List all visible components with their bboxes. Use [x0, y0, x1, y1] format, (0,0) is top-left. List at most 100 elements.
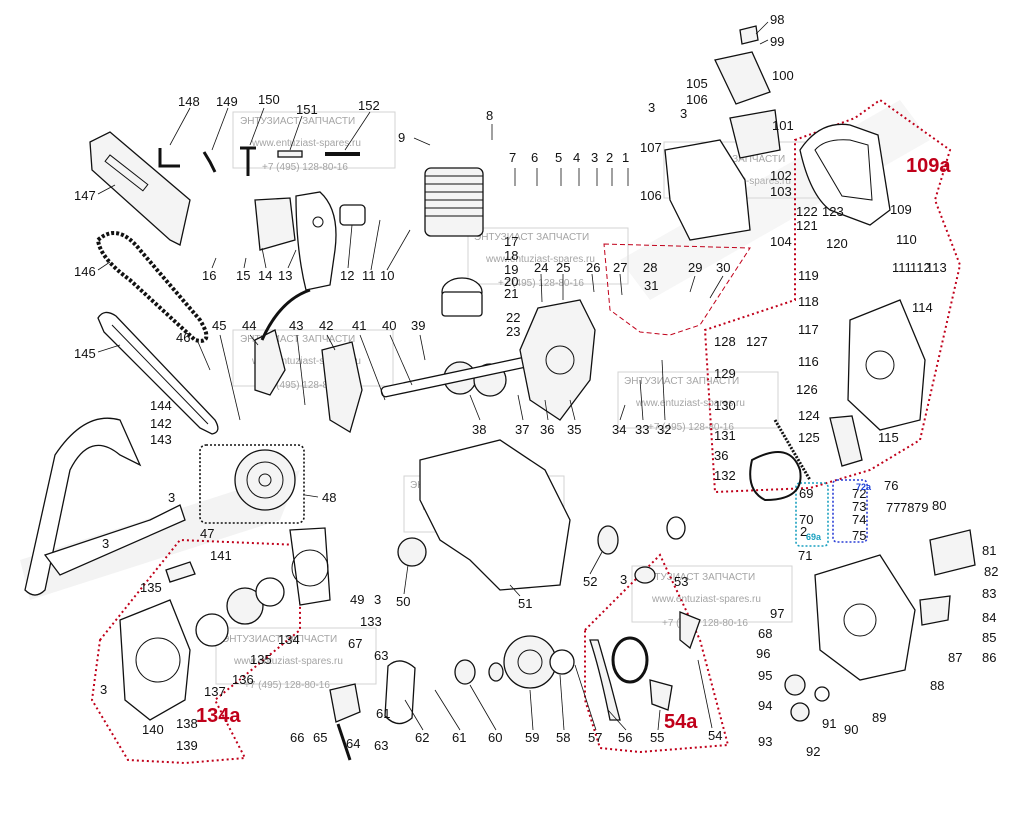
watermark-phone: +7 (495) 128-80-16 [662, 618, 748, 629]
throttle-rod [336, 723, 352, 761]
air-filter-top [714, 51, 771, 105]
part-number: 22 [506, 310, 520, 325]
part-number: 81 [982, 543, 996, 558]
watermark-title: ЭНТУЗИАСТ ЗАПЧАСТИ [640, 572, 755, 583]
watermark-block: ЭНТУЗИАСТ ЗАПЧАСТИ www.entuziast-spares.… [631, 565, 793, 629]
spring-cover [255, 577, 285, 607]
oil-pump-body [784, 674, 806, 696]
group-label-69a: 69a [806, 532, 822, 542]
starter-pulley [195, 613, 229, 647]
part-number: 133 [360, 614, 382, 629]
part-number: 15 [236, 268, 250, 283]
part-number: 74 [852, 512, 866, 527]
group-label-109a: 109a [906, 155, 951, 177]
washer [549, 649, 575, 675]
ignition-wire [260, 288, 311, 341]
part-number: 41 [352, 318, 366, 333]
part-number: 70 [799, 512, 813, 527]
part-number: 40 [382, 318, 396, 333]
clutch [397, 537, 427, 567]
part-number: 34 [612, 422, 626, 437]
part-number: 118 [798, 294, 819, 309]
brake-band [589, 639, 621, 721]
front-handle-arm [43, 504, 186, 576]
part-number: 38 [472, 422, 486, 437]
part-number: 78 [900, 500, 914, 515]
top-cover [664, 139, 751, 241]
part-number: 13 [278, 268, 292, 283]
part-number: 21 [504, 286, 518, 301]
part-number: 27 [613, 260, 627, 275]
group-outline-109a [703, 98, 962, 494]
part-number: 142 [150, 416, 172, 431]
gasket [339, 204, 366, 226]
part-number: 4 [573, 150, 580, 165]
part-number: 140 [142, 722, 164, 737]
part-number: 65 [313, 730, 327, 745]
part-number: 3 [374, 592, 381, 607]
part-number: 96 [756, 646, 770, 661]
bearing [454, 659, 476, 685]
part-number: 18 [504, 248, 518, 263]
part-number: 131 [714, 428, 736, 443]
watermark-site: www.entuziast-spares.ru [251, 356, 361, 367]
part-number: 83 [982, 586, 996, 601]
part-number: 48 [322, 490, 336, 505]
part-number: 104 [770, 234, 792, 249]
brake-spring [773, 419, 812, 481]
part-number: 31 [644, 278, 658, 293]
part-number: 86 [982, 650, 996, 665]
part-number: 146 [74, 264, 96, 279]
group-outline-54a [584, 553, 730, 754]
part-number: 12 [340, 268, 354, 283]
part-number: 37 [515, 422, 529, 437]
part-number: 3 [648, 100, 655, 115]
brake-band-loop [749, 451, 802, 502]
part-number: 144 [150, 398, 172, 413]
part-number: 49 [350, 592, 364, 607]
part-number: 128 [714, 334, 736, 349]
part-number: 25 [556, 260, 570, 275]
watermark-site: www.entuziast-spares.ru [233, 656, 343, 667]
part-number: 69 [799, 486, 813, 501]
group-label-72a: 72a [856, 482, 872, 492]
part-number: 61 [376, 706, 390, 721]
part-number: 3 [102, 536, 109, 551]
part-number: 80 [932, 498, 946, 513]
air-filter [729, 109, 781, 159]
ring [814, 686, 830, 702]
group-outline-28-30 [603, 243, 751, 336]
group-outline-69a [795, 482, 829, 547]
part-number: 101 [772, 118, 794, 133]
part-number: 151 [296, 102, 318, 117]
hex-key [158, 148, 180, 168]
part-number: 59 [525, 730, 539, 745]
part-number: 54 [708, 728, 722, 743]
carburetor [329, 683, 361, 723]
part-number: 32 [657, 422, 671, 437]
part-number: 8 [486, 108, 493, 123]
part-number: 3 [168, 490, 175, 505]
part-number: 94 [758, 698, 772, 713]
part-number: 29 [688, 260, 702, 275]
part-number: 148 [178, 94, 200, 109]
part-number: 100 [772, 68, 794, 83]
part-number: 123 [822, 204, 844, 219]
part-number: 109 [890, 202, 912, 217]
o-ring [611, 636, 649, 684]
part-number: 47 [200, 526, 214, 541]
part-number: 71 [798, 548, 812, 563]
watermark-site: www.entuziast-spares.ru [635, 398, 745, 409]
starter-handle [165, 561, 196, 583]
part-number: 62 [415, 730, 429, 745]
chain-catcher [649, 679, 673, 711]
part-number: 45 [212, 318, 226, 333]
part-number: 42 [319, 318, 333, 333]
part-number: 111 [892, 260, 912, 275]
worm-gear [597, 525, 619, 555]
part-number: 98 [770, 12, 784, 27]
watermark-site: www.entuziast-spares.ru [485, 254, 595, 265]
part-number: 3 [680, 106, 687, 121]
part-number: 44 [242, 318, 256, 333]
crankcase [519, 299, 596, 421]
